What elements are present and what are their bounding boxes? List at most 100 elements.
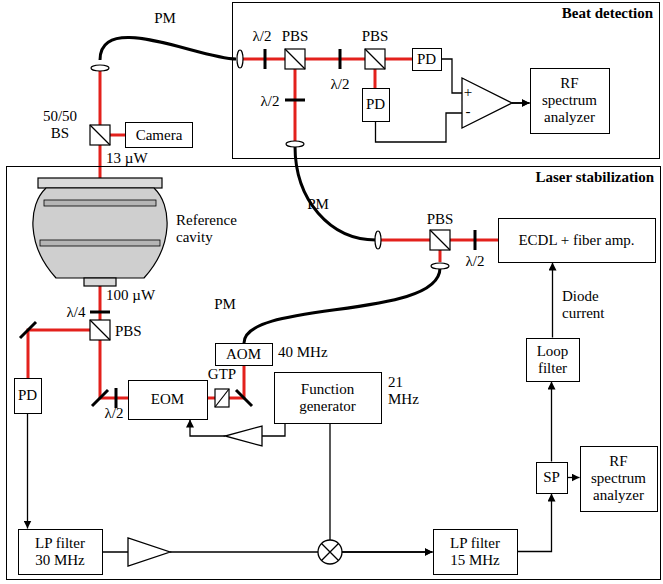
box-label: PD bbox=[417, 51, 436, 68]
pbs-cube bbox=[285, 49, 305, 69]
panel-heading: Laser stabilization bbox=[536, 169, 654, 186]
camera-box: Camera bbox=[125, 122, 193, 148]
reference-cavity bbox=[33, 188, 167, 278]
signal-wire bbox=[518, 494, 552, 552]
mirror bbox=[92, 390, 108, 406]
spectrum-analyzer: RF spectrum analyzer bbox=[580, 446, 658, 512]
beam-splitter bbox=[90, 125, 110, 145]
box-label: PD bbox=[366, 96, 385, 113]
component-label: λ/2 bbox=[331, 76, 350, 93]
cavity-mount bbox=[84, 278, 116, 286]
detection-panel: Beat detection RF spectrum analyzer PD PD bbox=[232, 2, 660, 159]
box-label: EOM bbox=[151, 391, 184, 408]
component-label: 50/50 BS bbox=[40, 108, 80, 142]
beam-splitter-diagonal bbox=[90, 125, 110, 145]
pbs-cube-diagonal bbox=[90, 320, 110, 340]
signal-wire bbox=[568, 477, 580, 478]
component-label: PM bbox=[154, 10, 176, 27]
waveplate bbox=[474, 230, 477, 250]
laser-beam bbox=[28, 330, 100, 378]
box-label: AOM bbox=[226, 346, 261, 363]
stabilization-panel: Laser stabilizationECDL + fiber amp. Loop… bbox=[6, 166, 661, 580]
component-label: PM bbox=[307, 196, 329, 213]
lens bbox=[91, 65, 109, 71]
signal-wire bbox=[376, 103, 530, 142]
box-label: RF spectrum analyzer bbox=[588, 453, 650, 503]
mirror bbox=[20, 322, 36, 338]
waveplate bbox=[90, 311, 110, 314]
loop-filter-box: Loop filter bbox=[526, 338, 580, 382]
component-label: + bbox=[464, 84, 472, 101]
mirror bbox=[236, 390, 252, 406]
differential-amplifier bbox=[462, 78, 512, 128]
component-label: PBS bbox=[282, 28, 309, 45]
component-label: PM bbox=[214, 296, 236, 313]
lowpass-filter-box: LP filter 30 MHz bbox=[18, 529, 103, 575]
lens bbox=[375, 231, 381, 249]
component-label: λ/2 bbox=[261, 93, 280, 110]
lowpass-filter-box: LP filter 15 MHz bbox=[433, 529, 518, 575]
pm-fiber bbox=[100, 38, 236, 60]
component-label: Reference cavity bbox=[176, 212, 248, 246]
pbs-cube-diagonal bbox=[285, 49, 305, 69]
pbs-cube-diagonal bbox=[430, 230, 450, 250]
photodiode: PD bbox=[362, 88, 390, 122]
component-label: λ/2 bbox=[466, 253, 485, 270]
cavity-ring bbox=[40, 240, 160, 246]
component-label: Diode current bbox=[562, 288, 618, 322]
lens bbox=[237, 50, 243, 68]
signal-wire bbox=[190, 420, 285, 437]
box-label: Camera bbox=[136, 127, 183, 144]
pm-fiber bbox=[244, 268, 440, 343]
signal-wire bbox=[552, 263, 553, 338]
component-label: PBS bbox=[427, 211, 454, 228]
component-label: PBS bbox=[362, 28, 389, 45]
box-label: Loop filter bbox=[530, 343, 576, 377]
photodiode: PD bbox=[14, 378, 42, 414]
aom-box: AOM bbox=[215, 343, 273, 366]
component-label: 100 µW bbox=[106, 287, 155, 304]
box-label: LP filter 30 MHz bbox=[27, 535, 93, 569]
component-label: - bbox=[466, 103, 471, 120]
pbs-cube bbox=[90, 320, 110, 340]
pm-fiber bbox=[295, 146, 376, 240]
component-label: λ/2 bbox=[105, 405, 124, 422]
waveplate bbox=[285, 99, 305, 102]
amplifier-symbol bbox=[128, 538, 170, 566]
component-label: PBS bbox=[115, 323, 142, 340]
amplifier-symbol bbox=[225, 426, 262, 446]
lens bbox=[431, 263, 449, 269]
lens bbox=[286, 141, 304, 147]
component-label: λ/4 bbox=[67, 304, 86, 321]
cavity-flange bbox=[38, 178, 162, 188]
panel-heading: Beat detection bbox=[562, 5, 653, 22]
waveplate bbox=[339, 49, 342, 69]
mixer-symbol bbox=[318, 540, 342, 564]
component-label: GTP bbox=[208, 366, 236, 383]
signal-wire bbox=[330, 424, 433, 553]
pbs-cube bbox=[430, 230, 450, 250]
box-label: Function generator bbox=[288, 381, 368, 415]
laser-box: ECDL + fiber amp. bbox=[498, 218, 656, 263]
signal-wire bbox=[551, 382, 552, 462]
box-label: PD bbox=[18, 387, 37, 404]
function-generator-box: Function generator bbox=[274, 372, 382, 424]
waveplate bbox=[264, 49, 267, 69]
splitter-box: SP bbox=[536, 462, 568, 494]
signal-wire bbox=[27, 414, 28, 529]
pbs-cube bbox=[365, 49, 385, 69]
spectrum-analyzer: RF spectrum analyzer bbox=[530, 68, 610, 134]
glan-taylor-prism bbox=[215, 389, 229, 407]
pbs-cube-diagonal bbox=[365, 49, 385, 69]
component-label: 13 µW bbox=[106, 150, 148, 167]
photodiode: PD bbox=[412, 48, 442, 71]
signal-wire bbox=[442, 59, 530, 103]
box-label: ECDL + fiber amp. bbox=[518, 232, 634, 249]
mixer-cross bbox=[322, 544, 339, 561]
component-label: 40 MHz bbox=[278, 344, 328, 361]
box-label: LP filter 15 MHz bbox=[442, 535, 508, 569]
component-label: 21 MHz bbox=[388, 374, 420, 408]
component-label: λ/2 bbox=[253, 28, 272, 45]
eom-box: EOM bbox=[128, 380, 208, 420]
box-label: RF spectrum analyzer bbox=[539, 75, 601, 125]
